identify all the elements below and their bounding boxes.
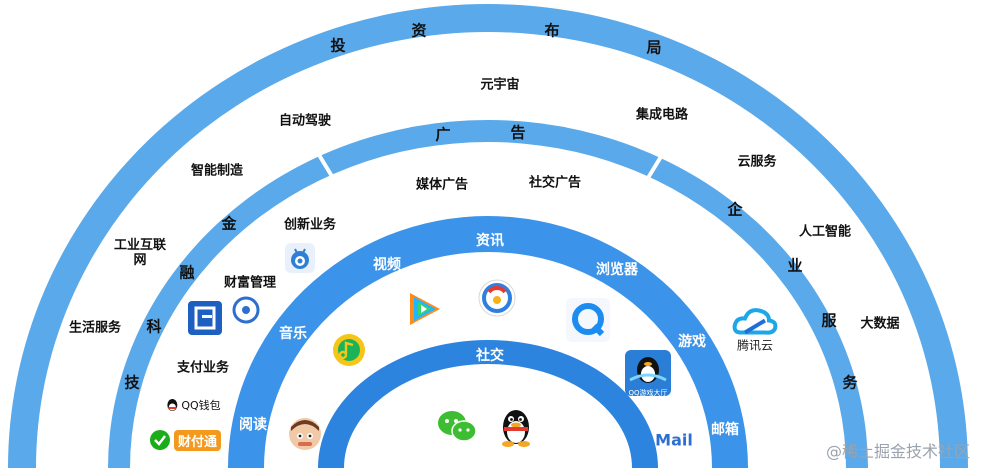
watermark: @稀土掘金技术社区: [825, 442, 970, 461]
fintech-item-wealth: 财富管理: [223, 275, 277, 291]
inner-label-reading: 阅读: [239, 416, 267, 433]
enterprise-char-2: 业: [787, 256, 803, 275]
outer-item-ai: 人工智能: [798, 224, 852, 240]
cloud-logo-icon: [732, 308, 778, 335]
inner-label-mail: 邮箱: [711, 421, 739, 438]
outer-item-cloud-service: 云服务: [737, 154, 777, 170]
qq-mail-text: Mail: [655, 430, 693, 450]
fintech-char-2: 融: [179, 263, 195, 282]
caifutong-icon: 财付通: [149, 429, 222, 451]
outer-title-char-1: 投: [330, 36, 346, 55]
fintech-char-1: 金: [221, 214, 237, 233]
tencent-cloud-icon: 腾讯云: [731, 307, 779, 354]
ads-item-media: 媒体广告: [415, 177, 469, 193]
outer-item-big-data: 大数据: [860, 316, 900, 332]
qq-browser-icon: [566, 298, 610, 342]
qq-penguin-icon: [502, 410, 530, 447]
inner-band: [228, 216, 748, 468]
futu-icon: [188, 301, 222, 335]
wechat-pay-icon: [149, 430, 170, 450]
wechat-icon: [438, 411, 477, 442]
middle-divider-right: [646, 148, 667, 180]
middle-divider-left: [314, 148, 335, 180]
tencent-video-icon: [410, 293, 440, 325]
penguin-game-icon: [629, 357, 667, 383]
tencent-cloud-text: 腾讯云: [736, 338, 773, 353]
enterprise-char-3: 服: [821, 311, 837, 330]
tencent-news-icon: [478, 279, 516, 317]
ads-char-1: 广: [435, 125, 451, 144]
qq-reading-icon: [289, 418, 321, 450]
caifutong-text: 财付通: [173, 429, 222, 451]
enterprise-char-4: 务: [842, 373, 858, 392]
wealth-app-icon: [232, 296, 260, 324]
qq-mail-icon: Mail: [655, 431, 693, 450]
outer-item-integrated-circuit: 集成电路: [635, 107, 689, 123]
fintech-char-3: 科: [146, 317, 162, 336]
ads-char-2: 告: [510, 123, 526, 142]
outer-title-char-4: 局: [646, 38, 662, 57]
qq-wallet-text: QQ钱包: [181, 399, 221, 412]
qq-wallet-icon: QQ钱包: [165, 397, 221, 413]
outer-item-industrial-internet: 工业互联 网: [113, 238, 167, 268]
inner-label-news: 资讯: [476, 232, 504, 249]
innovation-app-icon: [285, 243, 315, 273]
qq-music-icon: [333, 334, 365, 366]
inner-label-video: 视频: [373, 256, 401, 273]
core-label-social: 社交: [476, 347, 504, 364]
outer-item-life-service: 生活服务: [68, 320, 122, 336]
fintech-char-4: 技: [124, 373, 140, 392]
core-band: [318, 340, 658, 468]
qq-wallet-logo-icon: [167, 399, 178, 411]
outer-item-autonomous-driving: 自动驾驶: [278, 113, 332, 129]
enterprise-char-1: 企: [727, 200, 743, 219]
inner-label-game: 游戏: [678, 333, 706, 350]
outer-item-metaverse: 元宇宙: [480, 77, 520, 93]
ads-item-social: 社交广告: [528, 175, 582, 191]
outer-title-char-2: 资: [411, 21, 427, 40]
inner-label-browser: 浏览器: [596, 261, 638, 278]
fintech-item-innovation: 创新业务: [283, 217, 337, 233]
outer-item-smart-manufacturing: 智能制造: [190, 163, 244, 179]
qq-game-hall-icon: QQ游戏大厅: [625, 350, 671, 396]
fintech-item-payment: 支付业务: [176, 360, 230, 376]
outer-title-char-3: 布: [544, 21, 560, 40]
inner-label-music: 音乐: [279, 325, 307, 342]
qq-game-hall-text: QQ游戏大厅: [628, 389, 668, 396]
